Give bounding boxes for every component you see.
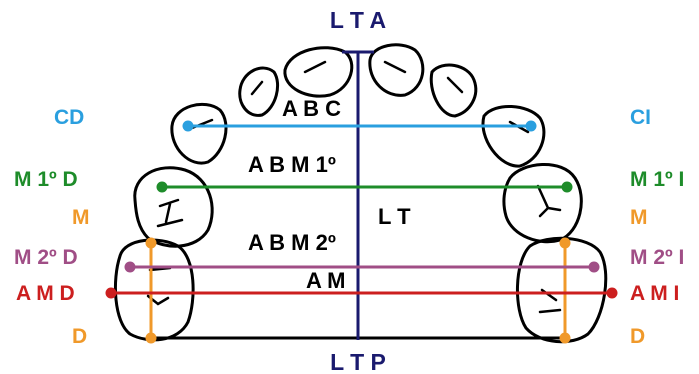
label-ami: A M I — [630, 282, 679, 305]
tooth-outline-icon — [368, 43, 425, 97]
measurement-point-icon — [559, 237, 571, 249]
label-am: A M — [306, 268, 346, 293]
tooth-outline-icon — [516, 236, 608, 344]
label-abc: A B C — [282, 96, 341, 121]
label-lta: L T A — [330, 7, 386, 33]
label-m-left: M — [72, 206, 90, 229]
label-d-right: D — [630, 325, 645, 348]
tooth-outline-icon — [238, 66, 279, 117]
label-m2-left: M 2º D — [14, 246, 78, 269]
tooth-outline-icon — [133, 166, 214, 248]
tooth-outline-icon — [113, 238, 195, 342]
label-m1-right: M 1º I — [630, 168, 684, 191]
tooth-outline-icon — [429, 63, 478, 118]
measurement-point-icon — [561, 181, 573, 193]
measurement-point-icon — [525, 120, 537, 132]
tooth-outline-icon — [283, 46, 354, 98]
label-m1-left: M 1º D — [14, 168, 78, 191]
label-lt: L T — [378, 204, 411, 229]
label-cd: CD — [54, 106, 84, 129]
label-abm1: A B M 1º — [248, 152, 336, 177]
tooth-outline-icon — [170, 102, 228, 165]
tooth-outline-icon — [502, 163, 583, 244]
measurement-point-icon — [145, 332, 157, 344]
label-ci: CI — [630, 106, 651, 129]
measurement-point-icon — [606, 287, 618, 299]
measurement-point-icon — [182, 120, 194, 132]
tooth-outline-icon — [481, 104, 546, 168]
label-m2-right: M 2º I — [630, 246, 684, 269]
measurement-point-icon — [145, 237, 157, 249]
label-m-right: M — [630, 206, 648, 229]
label-d-left: D — [72, 325, 87, 348]
measurement-point-icon — [559, 332, 571, 344]
measurement-point-icon — [105, 287, 117, 299]
measurement-point-icon — [588, 261, 600, 273]
label-abm2: A B M 2º — [248, 230, 336, 255]
label-amd: A M D — [16, 282, 75, 305]
label-ltp: L T P — [330, 349, 386, 374]
measurement-point-icon — [124, 261, 136, 273]
measurement-point-icon — [156, 181, 168, 193]
